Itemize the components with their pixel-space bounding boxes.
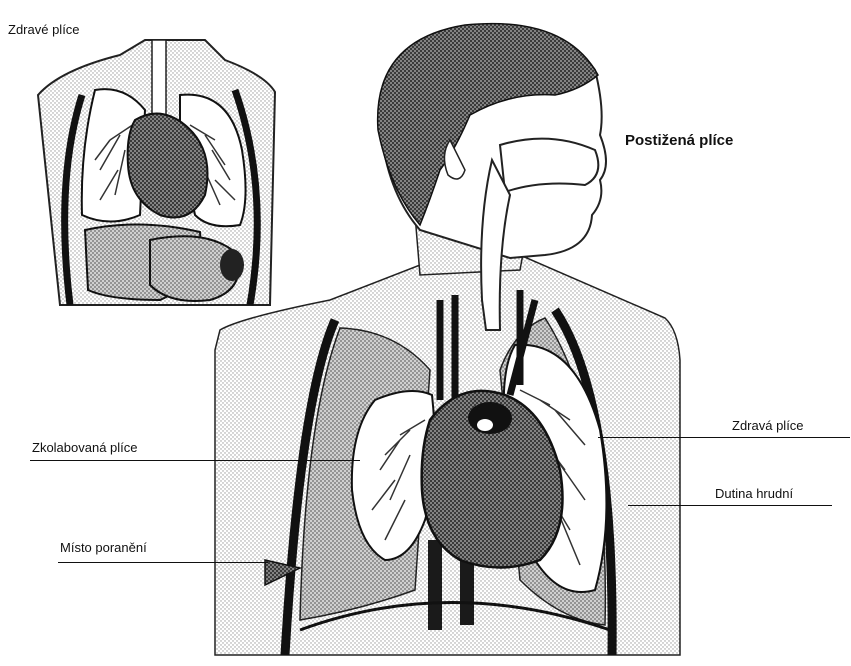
nasal-cavity (500, 139, 598, 192)
inset-spleen (220, 249, 244, 281)
inset-trachea (152, 40, 166, 120)
leader-collapsed-lung (30, 460, 360, 461)
main-figure (215, 24, 680, 655)
leader-chest-cavity (628, 505, 832, 506)
aortic-arch-lumen (477, 419, 493, 431)
label-injury-site: Místo poranění (60, 540, 147, 555)
label-chest-cavity: Dutina hrudní (715, 486, 793, 501)
label-affected-lung: Postižená plíce (625, 132, 733, 149)
leader-healthy-lung (598, 437, 850, 438)
label-healthy-lung: Zdravá plíce (732, 418, 804, 433)
label-collapsed-lung: Zkolabovaná plíce (32, 440, 138, 455)
vena-cava (428, 540, 442, 630)
label-healthy-lungs-inset: Zdravé plíce (8, 22, 80, 37)
leader-injury-site (58, 562, 268, 563)
healthy-lungs-inset (38, 40, 275, 305)
